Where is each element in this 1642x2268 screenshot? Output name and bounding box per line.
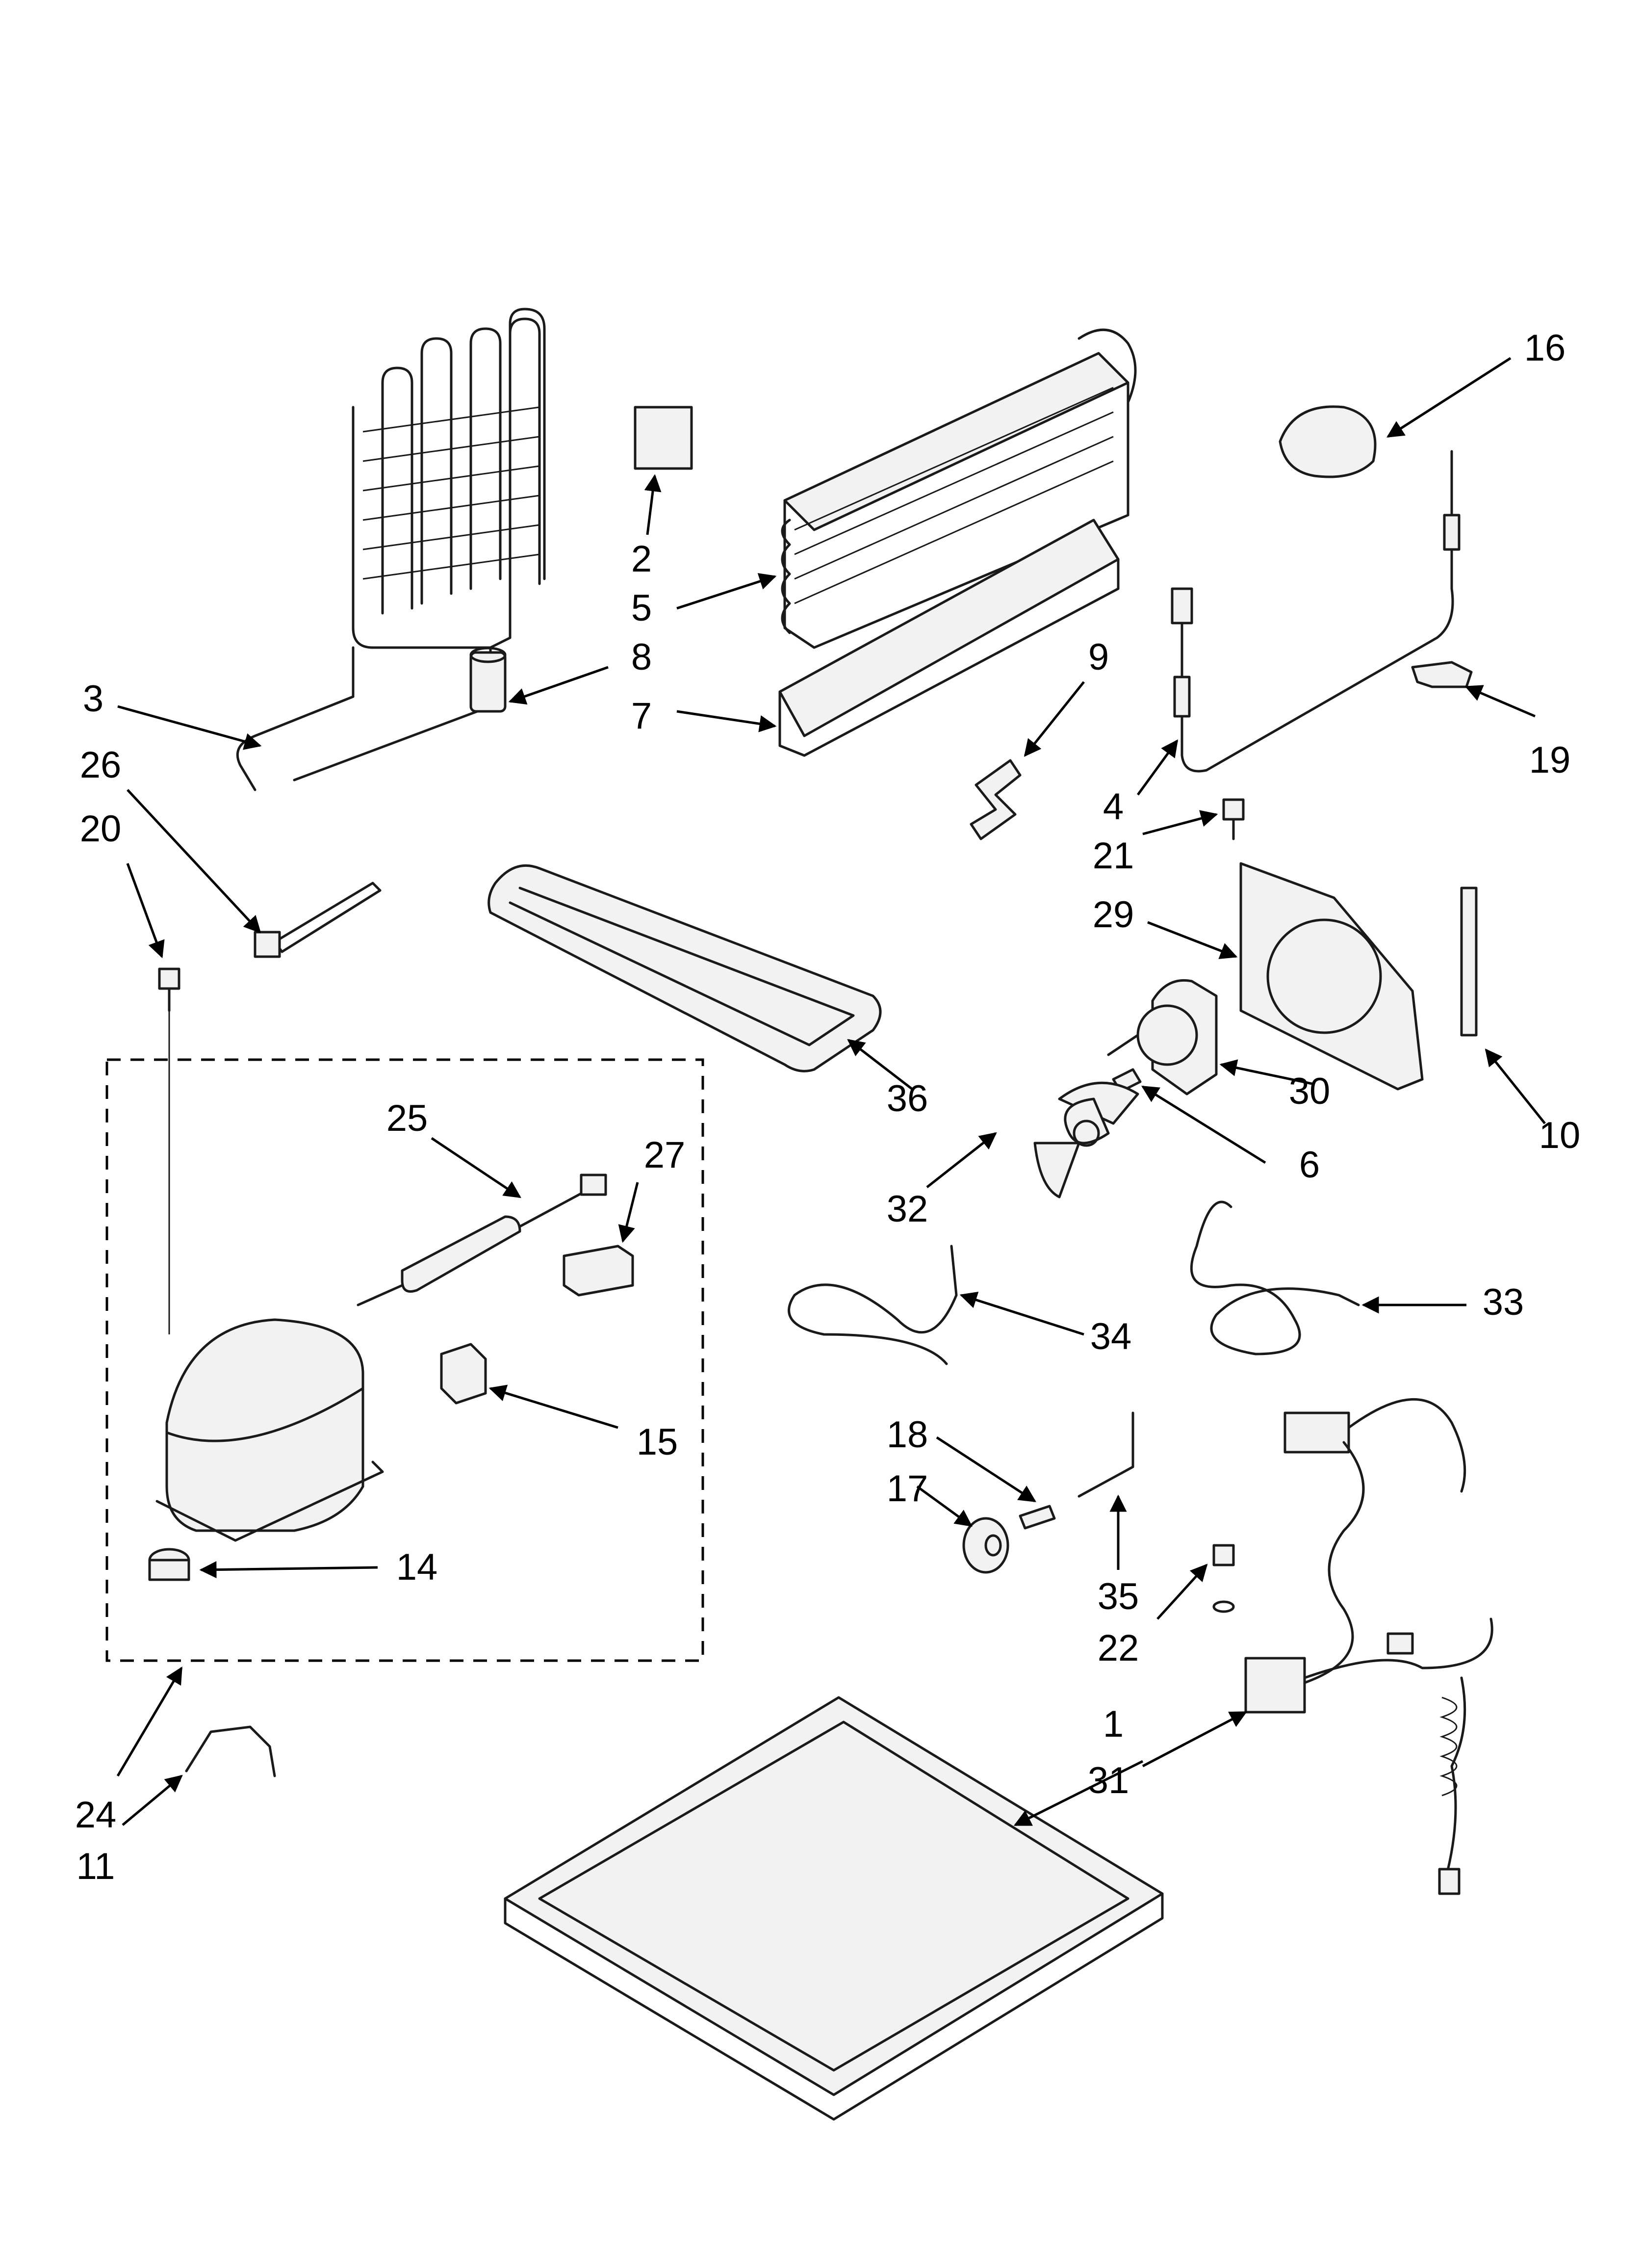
compressor: [155, 1318, 384, 1542]
grommet: [148, 1548, 190, 1581]
evaporator-coil: [781, 328, 1137, 649]
fan-shroud: [1239, 862, 1424, 1091]
callout-34: 34: [1090, 1316, 1132, 1357]
drain-trough: [778, 519, 1120, 757]
callout-29: 29: [1093, 894, 1134, 936]
sensor-wire: [1171, 450, 1461, 773]
callout-21: 21: [1093, 835, 1134, 877]
callout-5: 5: [631, 587, 652, 629]
callout-7: 7: [631, 695, 652, 737]
callout-labels: 1 2 3 4 5 6 7 8 9 10 11 14 15 16 17 18 1…: [75, 327, 1581, 1887]
cable-tie: [254, 882, 382, 958]
callout-19: 19: [1529, 739, 1571, 781]
callout-30: 30: [1289, 1070, 1331, 1112]
foam-strip: [1460, 886, 1478, 1037]
tube-35: [1078, 1411, 1134, 1498]
wire-clip-11: [185, 1725, 276, 1777]
callout-15: 15: [637, 1421, 678, 1463]
callout-24: 24: [75, 1794, 117, 1836]
callout-16: 16: [1524, 327, 1566, 369]
compressor-kit-boundary: [105, 1058, 704, 1662]
callout-25: 25: [386, 1097, 428, 1139]
callout-14: 14: [396, 1546, 438, 1588]
leader-lines: [116, 357, 1546, 1826]
screw-21: [1222, 798, 1245, 840]
cap-part: [1279, 405, 1377, 478]
callout-26: 26: [80, 744, 122, 786]
overload-protector: [440, 1343, 487, 1405]
callout-32: 32: [887, 1188, 928, 1230]
condenser-coil: [236, 308, 546, 791]
fan-motor: [1107, 979, 1218, 1095]
drain-pan: [487, 864, 882, 1072]
callout-10: 10: [1539, 1115, 1581, 1156]
callout-36: 36: [887, 1078, 928, 1120]
filter-dryer: [357, 1173, 607, 1306]
callout-33: 33: [1483, 1281, 1524, 1323]
cylinder-part: [469, 647, 507, 713]
base-frame: [504, 1696, 1164, 2121]
roller: [962, 1517, 1009, 1574]
callout-1: 1: [1103, 1703, 1124, 1745]
callout-22: 22: [1098, 1627, 1139, 1669]
wiring-harness: [1244, 1398, 1493, 1895]
callout-31: 31: [1088, 1760, 1129, 1801]
tube-33: [1190, 1200, 1360, 1356]
screw-20: [158, 967, 180, 1334]
fan-blade: [1033, 1081, 1139, 1199]
relay: [563, 1245, 634, 1297]
callout-9: 9: [1088, 636, 1109, 678]
clip-bracket: [970, 759, 1022, 840]
wire-clip: [1411, 661, 1473, 688]
callout-17: 17: [887, 1468, 928, 1510]
callout-8: 8: [631, 636, 652, 678]
screw-22: [1212, 1544, 1235, 1613]
screw-18: [1019, 1505, 1056, 1530]
callout-18: 18: [887, 1414, 928, 1456]
tube-34: [788, 1245, 958, 1365]
small-filter-panel: [634, 406, 693, 470]
callout-2: 2: [631, 538, 652, 580]
callout-6: 6: [1299, 1144, 1320, 1186]
callout-35: 35: [1098, 1576, 1139, 1617]
callout-3: 3: [83, 678, 103, 720]
callout-4: 4: [1103, 786, 1124, 828]
callout-20: 20: [80, 808, 122, 850]
callout-27: 27: [644, 1134, 686, 1176]
callout-11: 11: [77, 1846, 115, 1887]
